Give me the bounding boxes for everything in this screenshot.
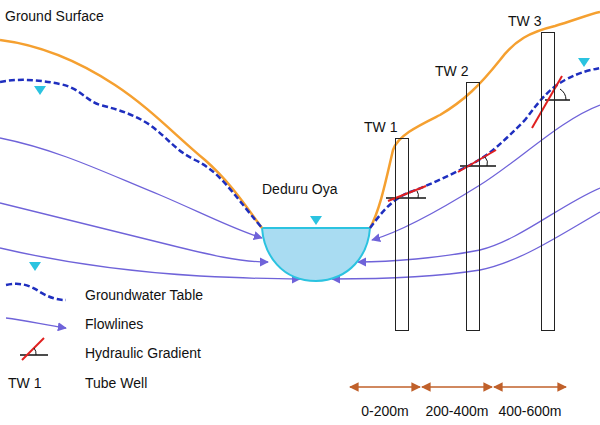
legend-samples [6, 262, 66, 360]
annotation-label: TW 1 [8, 375, 41, 391]
water-level-symbol [34, 86, 46, 95]
distance-label: 200-400m [425, 403, 488, 419]
well-label: TW 2 [435, 63, 468, 79]
ground-surface [0, 12, 600, 228]
legend-text: Flowlines [85, 316, 143, 332]
groundwater-table [0, 68, 600, 228]
water-level-symbol [310, 216, 322, 225]
river-label: Deduru Oya [262, 181, 337, 197]
distance-arrows [350, 386, 566, 388]
tube-well: TW 1 [395, 138, 409, 331]
annotation-label: Ground Surface [5, 8, 104, 24]
legend-text: Hydraulic Gradient [85, 345, 201, 361]
tube-well: TW 2 [466, 82, 480, 331]
distance-label: 0-200m [361, 403, 408, 419]
legend-text: Tube Well [85, 375, 147, 391]
distance-label: 400-600m [498, 403, 561, 419]
water-level-symbol [578, 58, 590, 67]
well-label: TW 1 [364, 119, 397, 135]
tube-well: TW 3 [541, 32, 555, 331]
well-label: TW 3 [508, 13, 541, 29]
river-channel [262, 228, 370, 281]
hydraulic-gradient-symbols [386, 76, 570, 201]
legend-text: Groundwater Table [85, 287, 203, 303]
